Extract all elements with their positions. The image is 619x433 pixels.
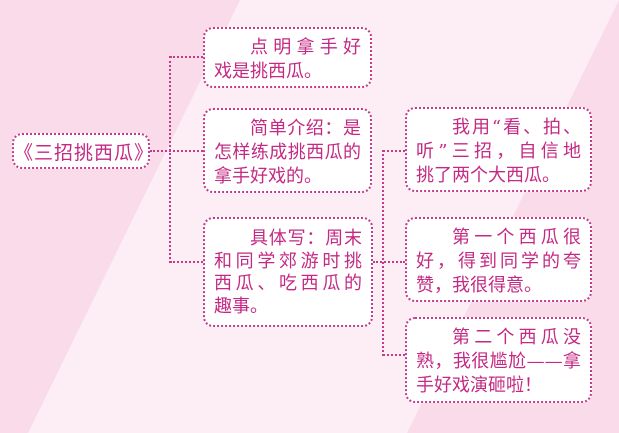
branch-node-brief: 简单介绍：是 怎样练成挑西瓜的 拿手好戏的。 bbox=[203, 108, 372, 193]
node-text-line: 手好戏演砸啦！ bbox=[416, 375, 542, 396]
connector-right-trunk bbox=[382, 150, 384, 356]
node-text-line: 点明拿手好 bbox=[250, 37, 361, 58]
node-text-line: 趣事。 bbox=[214, 295, 268, 317]
node-text-line: 拿手好戏的。 bbox=[214, 166, 322, 187]
node-text-line: 熟，我很尴尬——拿 bbox=[416, 351, 581, 372]
node-text-line: 简单介绍：是 bbox=[250, 118, 361, 139]
detail-node-first-melon: 第一个西瓜很 好，得到同学的夸 赞，我很得意。 bbox=[405, 217, 592, 302]
connector-to-branch-3 bbox=[170, 261, 203, 263]
node-text-line: 第一个西瓜很 bbox=[452, 227, 581, 248]
node-text-line: 赞，我很得意。 bbox=[416, 275, 542, 296]
node-text-line: 戏是挑西瓜。 bbox=[214, 61, 322, 82]
connector-to-detail-3 bbox=[383, 354, 405, 356]
node-text-line: 好，得到同学的夸 bbox=[416, 251, 581, 272]
node-text-line: 挑了两个大西瓜。 bbox=[416, 165, 560, 186]
connector-branch-3-to-right-trunk bbox=[373, 261, 405, 263]
branch-node-detail: 具体写：周末 和同学郊游时挑 西瓜、吃西瓜的 趣事。 bbox=[203, 217, 373, 327]
connector-to-detail-1 bbox=[383, 150, 405, 152]
node-text-line: 怎样练成挑西瓜的 bbox=[214, 142, 361, 163]
root-title: 《三招挑西瓜》 bbox=[14, 141, 155, 164]
connector-to-branch-1 bbox=[170, 56, 203, 58]
detail-node-second-melon: 第二个西瓜没 熟，我很尴尬——拿 手好戏演砸啦！ bbox=[405, 317, 592, 403]
node-text-line: 我用“看、拍、 bbox=[452, 117, 581, 138]
node-text-line: 西瓜、吃西瓜的 bbox=[214, 273, 362, 294]
detail-node-three-tricks: 我用“看、拍、 听”三招，自信地 挑了两个大西瓜。 bbox=[405, 107, 592, 192]
node-text-line: 和同学郊游时挑 bbox=[214, 250, 362, 272]
connector-root-to-trunk bbox=[150, 150, 203, 152]
root-node: 《三招挑西瓜》 bbox=[12, 133, 155, 169]
node-text-line: 具体写：周末 bbox=[250, 228, 362, 249]
node-text-line: 听”三招，自信地 bbox=[416, 141, 581, 162]
node-text-line: 第二个西瓜没 bbox=[452, 327, 581, 348]
connector-left-trunk bbox=[169, 56, 171, 263]
branch-node-intro: 点明拿手好 戏是挑西瓜。 bbox=[203, 27, 372, 88]
